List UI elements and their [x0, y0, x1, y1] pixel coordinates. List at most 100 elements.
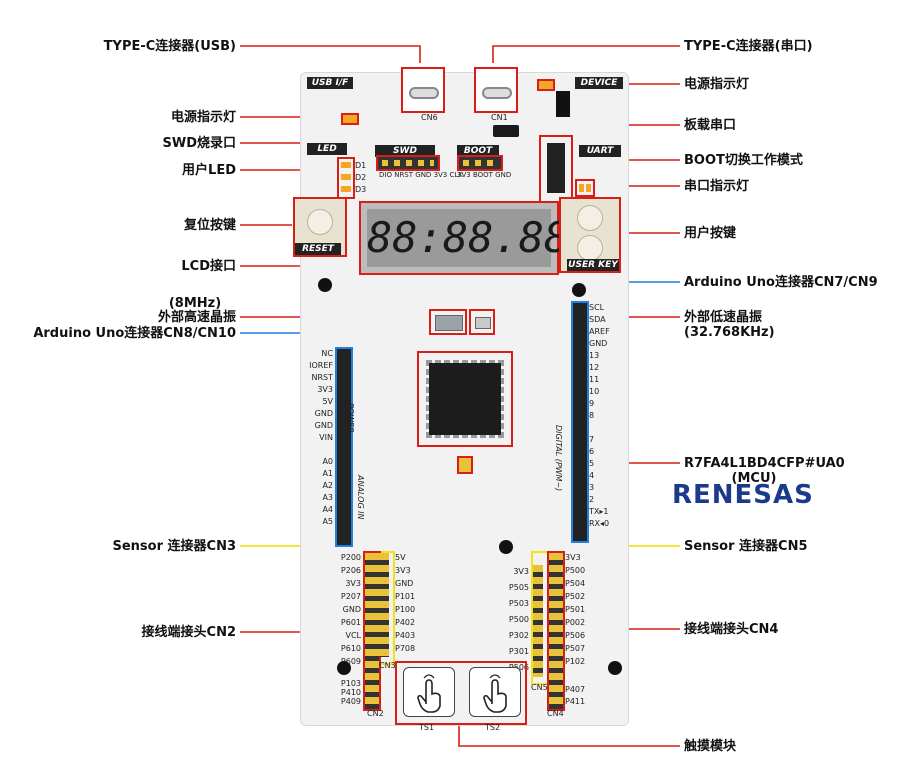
cn2-pin-1: P206: [340, 566, 361, 575]
cn4-pin-0: 3V3: [513, 567, 529, 576]
user-key-label: USER KEY: [567, 259, 619, 271]
onboard-uart-chip: [539, 135, 573, 203]
cn2-pin-5: P601: [340, 618, 361, 627]
hs-crystal: [429, 309, 467, 335]
cn3-pin-7: P708: [395, 644, 416, 653]
callout-uart-led: 串口指示灯: [684, 179, 750, 194]
cn1-label: CN1: [491, 113, 508, 122]
al-pin-4: 5V: [322, 397, 333, 406]
hand-touch-icon-2: [483, 674, 507, 713]
cn5-pin-2: P504: [565, 579, 586, 588]
boot-pin-1: BOOT: [472, 171, 493, 179]
cn4-pin-4: P302: [508, 631, 529, 640]
callout-sensor-cn3: Sensor 连接器CN3: [112, 539, 236, 554]
cn4-bottom-pins: P407 P411: [565, 685, 605, 709]
uart-chip-top: [556, 91, 570, 117]
cn2-pin-8: P609: [340, 657, 361, 666]
ar-pin-17: RX◂0: [589, 519, 610, 528]
swd-label: SWD: [375, 145, 435, 157]
ar-pin-12: 5: [589, 459, 595, 468]
cn2-pin-3: P207: [340, 592, 361, 601]
ar-pin-4: 13: [589, 351, 600, 360]
callout-mcu: (MCU): [731, 471, 777, 486]
mount-hole-tr: [572, 283, 586, 297]
power-group-label: POWER: [346, 403, 355, 433]
mount-hole-bl: [337, 661, 351, 675]
cn4b-pin-0: P407: [565, 685, 586, 694]
cn3-right-pins: 5V 3V3 GND P101 P100 P402 P403 P708: [395, 553, 435, 657]
xtal-small: [493, 125, 519, 137]
ar-pin-15: 2: [589, 495, 595, 504]
callout-arduino-cn7-cn9: Arduino Uno连接器CN7/CN9: [684, 275, 878, 290]
swd-pin-0: DIO: [379, 171, 392, 179]
cn3-pin-3: P101: [395, 592, 416, 601]
touch-pad-ts2[interactable]: [469, 667, 521, 717]
cn5-right-pins: 3V3 P500 P504 P502 P501 P002 P506 P507 P…: [565, 553, 605, 670]
pcb-board: USB I/F DEVICE CN6 CN1 LED SWD BOOT UART…: [293, 67, 629, 732]
cn3-pin-1: 3V3: [395, 566, 411, 575]
cn5-pin-6: P506: [565, 631, 586, 640]
cn5-pin-8: P102: [565, 657, 586, 666]
cn4-pin-5: P301: [508, 647, 529, 656]
cn5-pins-bg: [533, 565, 543, 677]
al-pin-11: A3: [322, 493, 333, 502]
callout-user-key: 用户按键: [684, 226, 737, 241]
arduino-right-pins: SCL SDA AREF GND 13 12 11 10 9 8 7 6 5 4…: [589, 303, 629, 531]
swd-pin-4: CLK: [449, 171, 463, 179]
ar-pin-3: GND: [589, 339, 608, 348]
callout-touch: 触摸模块: [684, 739, 737, 754]
callout-mcu-part: R7FA4L1BD4CFP#UA0: [684, 456, 845, 471]
al-pin-2: NRST: [311, 373, 333, 382]
callout-typec-usb: TYPE-C连接器(USB): [103, 39, 236, 54]
mount-hole-br: [608, 661, 622, 675]
led-d1: D1: [355, 161, 367, 170]
callout-hs-xtal: 外部高速晶振: [157, 310, 236, 325]
ar-pin-9: 8: [589, 411, 595, 420]
swd-header: [376, 155, 440, 171]
cn2-pin-7: P610: [340, 644, 361, 653]
cn5-pin-5: P002: [565, 618, 586, 627]
ts2-label: TS2: [485, 723, 501, 732]
ar-pin-16: TX▸1: [589, 507, 609, 516]
ts1-label: TS1: [419, 723, 435, 732]
power-led-right: [537, 79, 555, 91]
callout-reset-key: 复位按键: [183, 218, 236, 233]
callout-typec-uart: TYPE-C连接器(串口): [684, 39, 813, 54]
swd-pin-2: GND: [415, 171, 432, 179]
swd-pin-labels: DIO NRST GND 3V3 CLK: [379, 171, 463, 180]
ar-pin-1: SDA: [589, 315, 606, 324]
callout-boot: BOOT切换工作模式: [684, 153, 803, 168]
callout-arduino-cn8-cn10: Arduino Uno连接器CN8/CN10: [33, 326, 236, 341]
cn2b-pin-2: P409: [340, 697, 361, 706]
callout-power-led-right: 电源指示灯: [684, 77, 750, 92]
ar-pin-0: SCL: [589, 303, 605, 312]
arduino-right-header: [571, 301, 589, 543]
usb-if-label: USB I/F: [307, 77, 353, 89]
boot-pin-labels: 3V3 BOOT GND: [457, 171, 511, 180]
al-pin-12: A4: [322, 505, 333, 514]
hand-touch-icon-1: [417, 674, 441, 713]
uart-led-group: [575, 179, 595, 197]
cn3-pins-bg: [379, 553, 389, 657]
cn3-pin-0: 5V: [395, 553, 406, 562]
digital-label: DIGITAL (PWM~): [554, 425, 563, 492]
cn2-bottom-pins: P103 P410 P409: [325, 679, 361, 706]
cn5-pin-4: P501: [565, 605, 586, 614]
mount-hole-tl: [318, 278, 332, 292]
cn4-pin-2: P503: [508, 599, 529, 608]
callout-swd: SWD烧录口: [162, 136, 237, 151]
ar-pin-10: 7: [589, 435, 595, 444]
cn5-pin-3: P502: [565, 592, 586, 601]
al-pin-7: VIN: [319, 433, 333, 442]
touch-pad-ts1[interactable]: [403, 667, 455, 717]
ar-pin-7: 10: [589, 387, 600, 396]
al-pin-13: A5: [322, 517, 333, 526]
typec-uart-connector: [474, 67, 518, 113]
cn5-label: CN5: [531, 683, 548, 692]
ar-pin-11: 6: [589, 447, 595, 456]
reset-label: RESET: [295, 243, 341, 255]
mount-hole-mid: [499, 540, 513, 554]
led-d3: D3: [355, 185, 367, 194]
ar-pin-8: 9: [589, 399, 595, 408]
cn3-pin-2: GND: [395, 579, 414, 588]
